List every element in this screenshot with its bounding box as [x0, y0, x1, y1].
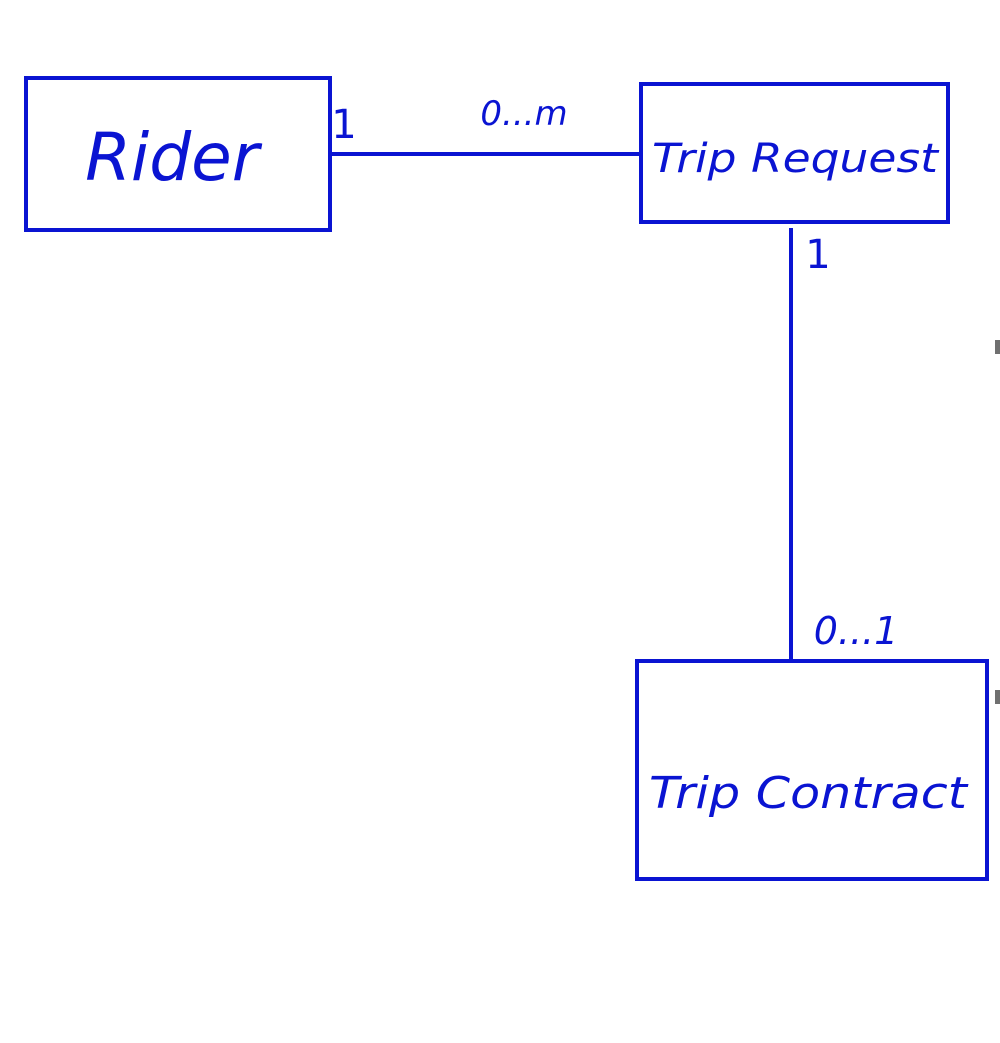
class-trip-contract-label: Trip Contract: [649, 768, 969, 819]
class-trip-contract: Trip Contract: [635, 659, 989, 881]
class-rider: Rider: [24, 76, 332, 232]
class-trip-request: Trip Request: [639, 82, 950, 224]
multiplicity-trip-request-one: 1: [805, 232, 830, 278]
class-rider-label: Rider: [85, 119, 263, 196]
class-rider-box: [24, 76, 332, 232]
association-rider-trip-request: 1 0...m: [331, 94, 641, 156]
association-trip-request-trip-contract: 1 0...1: [789, 228, 899, 660]
edge-mark-lower: [995, 690, 1000, 704]
multiplicity-trip-contract: 0...1: [814, 609, 899, 653]
multiplicity-trip-request-many: 0...m: [480, 94, 567, 134]
edge-mark-upper: [995, 340, 1000, 354]
class-trip-contract-box: [635, 659, 989, 881]
multiplicity-rider: 1: [331, 102, 356, 148]
class-trip-request-label: Trip Request: [652, 136, 939, 182]
